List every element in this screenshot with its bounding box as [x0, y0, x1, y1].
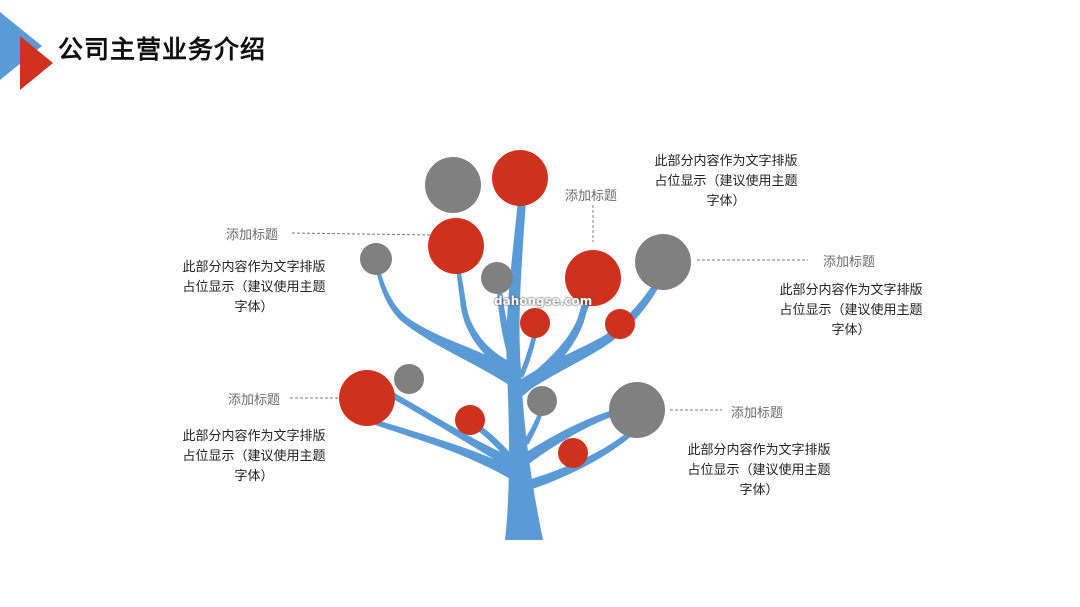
desc-line: 字体）	[739, 483, 779, 498]
item-title-lower-right: 添加标题	[731, 406, 784, 421]
page-title: 公司主营业务介绍	[58, 35, 267, 64]
red-triangle-shape	[20, 36, 53, 90]
desc-line: 字体）	[831, 323, 871, 338]
branch-left-lower	[365, 374, 514, 470]
leader-line-top-left	[291, 232, 431, 236]
desc-line: 此部分内容作为文字排版	[779, 283, 923, 298]
desc-line: 字体）	[234, 300, 274, 315]
node-gray-lower-right	[609, 382, 665, 438]
node-gray-left-small	[360, 243, 392, 275]
header-decoration	[0, 12, 53, 90]
node-red-small-center	[520, 308, 550, 338]
item-desc-lower-left: 此部分内容作为文字排版 占位显示（建议使用主题 字体）	[176, 427, 332, 487]
desc-line: 字体）	[706, 194, 746, 209]
node-red-bottom-right-small	[558, 438, 588, 468]
node-red-upper-left	[428, 218, 484, 274]
item-title-top-center: 添加标题	[565, 189, 618, 204]
branch-to-center-dot	[519, 328, 538, 378]
item-desc-right: 此部分内容作为文字排版 占位显示（建议使用主题 字体）	[773, 281, 929, 341]
desc-line: 占位显示（建议使用主题	[779, 303, 923, 318]
desc-line: 占位显示（建议使用主题	[182, 449, 326, 464]
node-gray-right-large	[635, 234, 691, 290]
desc-line: 此部分内容作为文字排版	[687, 443, 831, 458]
branch-left-bottom	[375, 420, 514, 480]
item-desc-lower-right: 此部分内容作为文字排版 占位显示（建议使用主题 字体）	[681, 441, 837, 501]
desc-line: 此部分内容作为文字排版	[182, 260, 326, 275]
tree-branches	[365, 200, 665, 540]
tree-trunk	[505, 200, 543, 540]
branch-center	[497, 290, 518, 370]
tree-nodes	[339, 150, 691, 468]
desc-line: 此部分内容作为文字排版	[182, 429, 326, 444]
branch-right-inner	[518, 285, 599, 398]
item-desc-top-left: 此部分内容作为文字排版 占位显示（建议使用主题 字体）	[176, 258, 332, 318]
node-red-lower-left	[339, 370, 395, 426]
item-title-right: 添加标题	[823, 255, 876, 270]
watermark-text: dahongse.com	[494, 294, 593, 308]
node-red-top-center	[492, 150, 548, 206]
node-gray-top-left	[425, 157, 481, 213]
node-gray-center-small	[481, 262, 513, 294]
node-red-lower-mid-small	[455, 405, 485, 435]
node-gray-lower-center-small	[527, 386, 557, 416]
node-gray-lower-left-small	[394, 364, 424, 394]
desc-line: 字体）	[234, 469, 274, 484]
node-red-small-right	[605, 309, 635, 339]
desc-line: 占位显示（建议使用主题	[654, 174, 798, 189]
item-title-lower-left: 添加标题	[228, 393, 281, 408]
desc-line: 占位显示（建议使用主题	[182, 280, 326, 295]
branch-right-bottom	[528, 430, 634, 490]
leader-lines	[290, 205, 808, 411]
node-red-center-right	[565, 250, 621, 306]
branch-left-upper	[376, 270, 512, 385]
desc-line: 占位显示（建议使用主题	[687, 463, 831, 478]
item-title-top-left: 添加标题	[226, 228, 279, 243]
desc-line: 此部分内容作为文字排版	[654, 154, 798, 169]
item-desc-top-center: 此部分内容作为文字排版 占位显示（建议使用主题 字体）	[648, 152, 804, 212]
branch-left-mid-small	[458, 414, 515, 465]
